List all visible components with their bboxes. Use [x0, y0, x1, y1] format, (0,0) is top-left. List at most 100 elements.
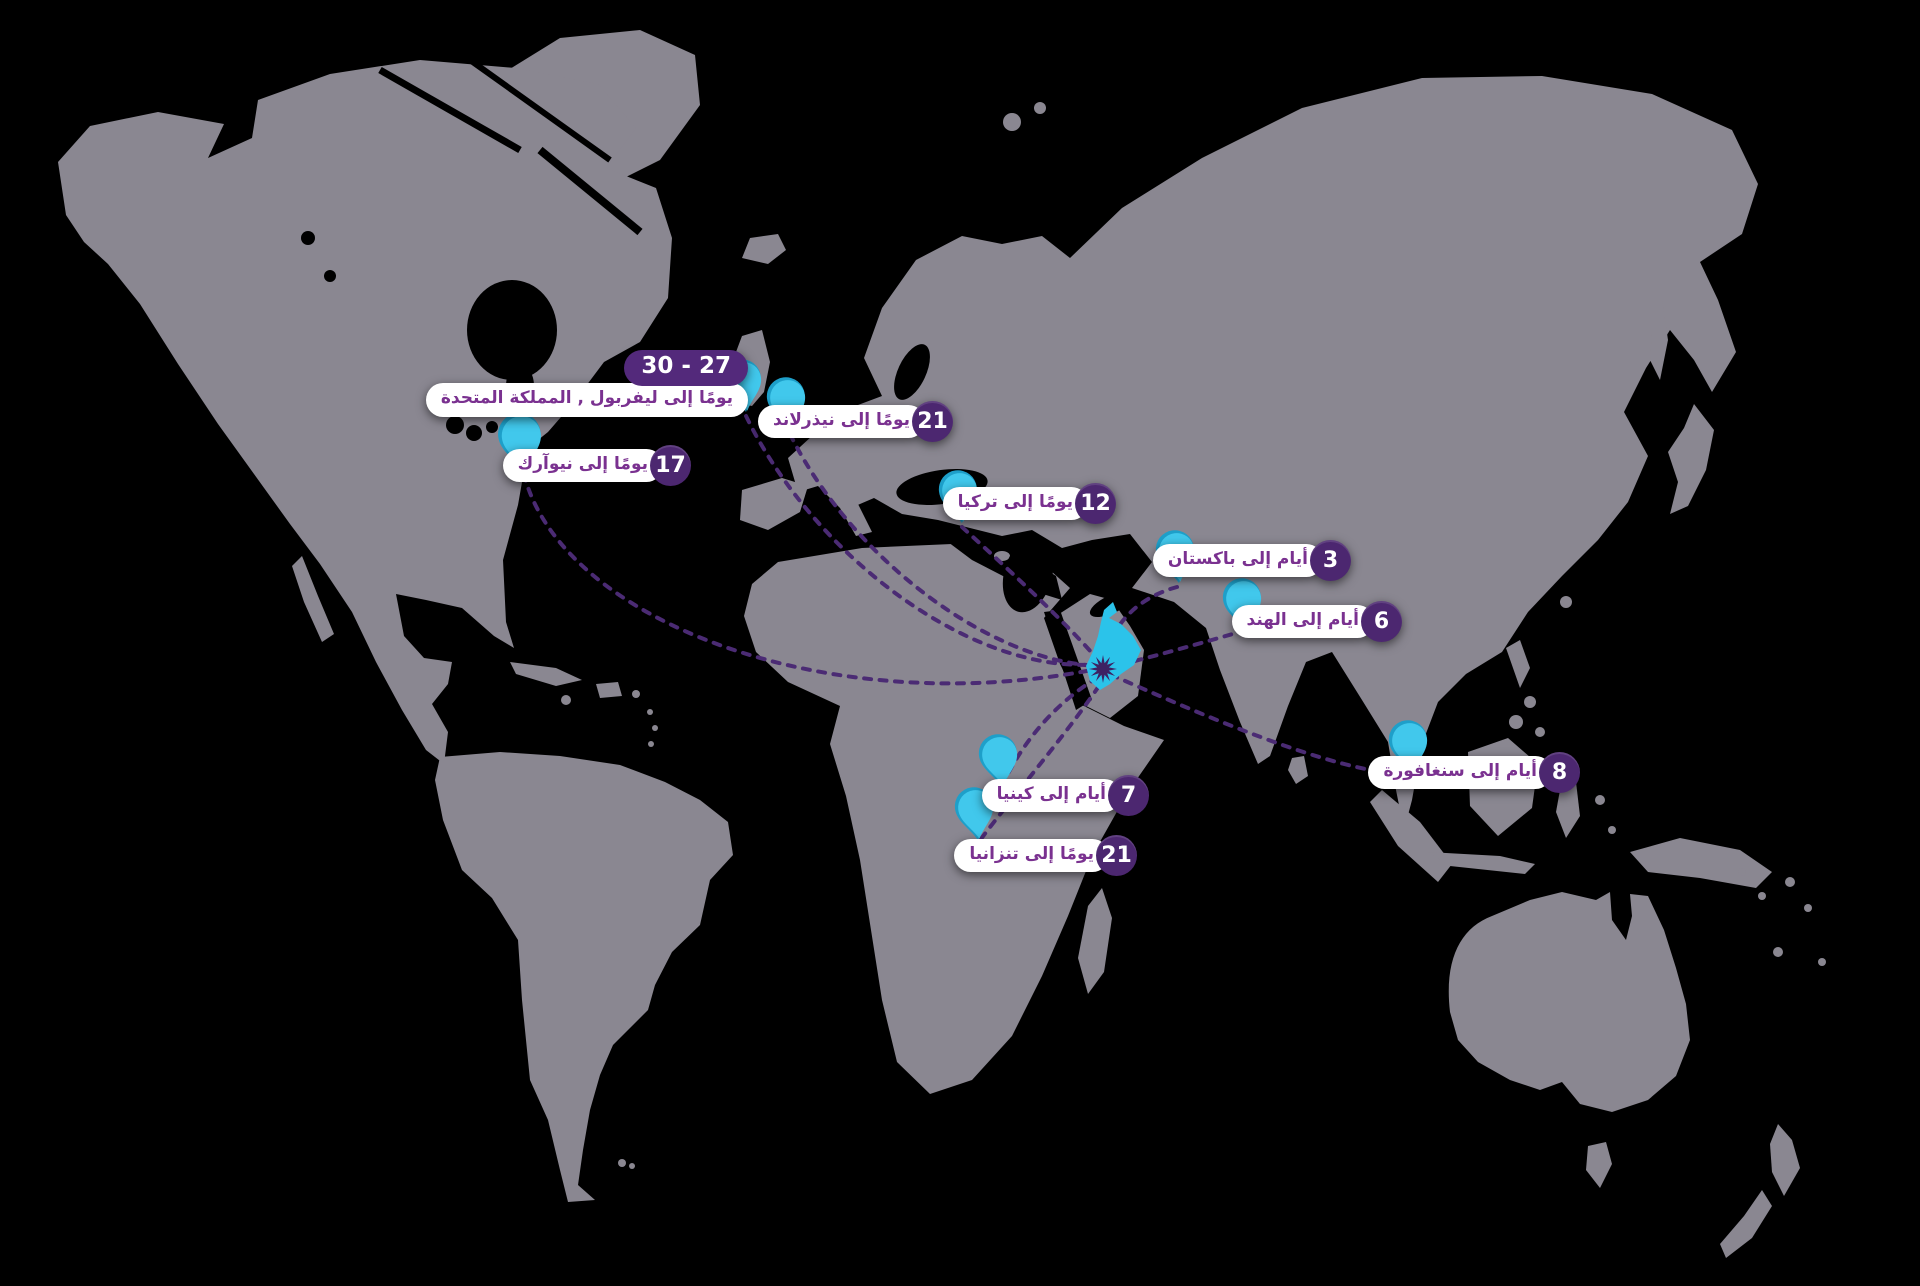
island-moluccas: [1595, 795, 1605, 805]
continent-eurasia: [788, 76, 1758, 830]
island-melanesia-2: [1758, 892, 1766, 900]
label-text: يومًا إلى نيذرلاند: [773, 409, 910, 430]
island-antilles-3: [648, 741, 654, 747]
days-badge-newark: 17: [650, 445, 691, 486]
days-badge-turkey: 12: [1075, 483, 1116, 524]
island-fiji: [1818, 958, 1826, 966]
label-pill-pakistan: أيام إلى باكستان: [1152, 543, 1323, 578]
great-lake-1: [446, 416, 464, 434]
island-sulawesi: [1556, 782, 1580, 838]
days-badge-liverpool: 30 - 27: [624, 350, 748, 386]
red-sea: [1044, 610, 1092, 710]
arctic-channel-2: [468, 57, 612, 163]
island-svalbard-2: [1034, 102, 1046, 114]
island-iceland: [742, 234, 786, 264]
label-text: أيام إلى سنغافورة: [1383, 760, 1537, 781]
island-novaya-zemlya: [1148, 162, 1210, 236]
label-text: يومًا إلى نيوآرك: [517, 453, 648, 474]
days-value: 6: [1373, 609, 1390, 634]
label-pakistan: أيام إلى باكستان 3: [1152, 540, 1351, 581]
days-badge-netherlands: 21: [912, 401, 953, 442]
canadian-lake-2: [324, 270, 336, 282]
hudson-bay: [467, 280, 557, 380]
label-text: أيام إلى كينيا: [996, 783, 1106, 804]
label-text: يومًا إلى تركيا: [957, 491, 1073, 512]
island-taiwan: [1560, 596, 1572, 608]
days-value: 12: [1080, 491, 1111, 516]
island-philippines-3: [1509, 715, 1523, 729]
route-newark: [522, 472, 1104, 686]
route-netherlands: [788, 432, 1104, 668]
island-vanuatu: [1773, 947, 1783, 957]
label-tanzania: يومًا إلى تنزانيا 21: [954, 835, 1137, 876]
pin-kenya[interactable]: [977, 732, 1021, 789]
island-melanesia-1: [1738, 868, 1746, 876]
label-text: أيام إلى الهند: [1246, 609, 1360, 630]
label-text: يومًا إلى ليفربول , المملكة المتحدة: [440, 387, 733, 408]
label-pill-newark: يومًا إلى نيوآرك: [502, 448, 663, 483]
island-falklands-2: [629, 1163, 635, 1169]
continent-north-america: [58, 60, 672, 764]
label-pill-india: أيام إلى الهند: [1231, 604, 1374, 639]
canadian-lake-1: [301, 231, 315, 245]
label-singapore: أيام إلى سنغافورة 8: [1368, 752, 1580, 793]
island-new-guinea: [1630, 838, 1772, 888]
days-value: 30 - 27: [641, 353, 731, 379]
days-value: 17: [655, 453, 686, 478]
island-svalbard: [1003, 113, 1021, 131]
island-puerto-rico: [632, 690, 640, 698]
island-falklands: [618, 1159, 626, 1167]
island-moluccas-2: [1608, 826, 1616, 834]
island-philippines-2: [1524, 696, 1536, 708]
days-badge-tanzania: 21: [1096, 835, 1137, 876]
island-hispaniola: [596, 682, 622, 698]
days-badge-india: 6: [1361, 601, 1402, 642]
label-pill-netherlands: يومًا إلى نيذرلاند: [758, 404, 925, 439]
island-japan: [1668, 404, 1714, 514]
label-netherlands: يومًا إلى نيذرلاند 21: [758, 401, 953, 442]
island-philippines-4: [1535, 727, 1545, 737]
days-badge-singapore: 8: [1539, 752, 1580, 793]
continent-africa: [744, 544, 1164, 1094]
label-india: أيام إلى الهند 6: [1231, 601, 1402, 642]
route-tanzania: [979, 678, 1105, 841]
continent-australia: [1448, 892, 1690, 1112]
label-kenya: أيام إلى كينيا 7: [981, 775, 1149, 816]
island-madagascar: [1078, 888, 1112, 994]
island-sakhalin: [1650, 300, 1668, 380]
label-pill-turkey: يومًا إلى تركيا: [942, 486, 1088, 521]
label-liverpool-uk: 30 - 27 يومًا إلى ليفربول , المملكة المت…: [425, 350, 748, 417]
island-sri-lanka: [1288, 756, 1308, 784]
days-badge-kenya: 7: [1108, 775, 1149, 816]
great-lake-2: [466, 425, 482, 441]
days-value: 21: [917, 409, 948, 434]
days-value: 7: [1120, 783, 1137, 808]
island-sumatra: [1370, 790, 1452, 882]
caspian-sea: [1002, 537, 1054, 613]
great-lake-3: [486, 421, 498, 433]
route-liverpool: [744, 414, 1102, 667]
label-text: أيام إلى باكستان: [1167, 548, 1308, 569]
island-philippines: [1506, 640, 1530, 688]
days-value: 3: [1322, 548, 1339, 573]
island-tasmania: [1586, 1142, 1612, 1188]
iberian-peninsula: [740, 478, 808, 530]
label-newark: يومًا إلى نيوآرك 17: [502, 445, 691, 486]
island-jamaica: [561, 695, 571, 705]
label-turkey: يومًا إلى تركيا 12: [942, 483, 1116, 524]
days-value: 8: [1551, 760, 1568, 785]
pin-body-shape: [982, 737, 1018, 786]
island-java: [1428, 852, 1535, 874]
baja-california: [292, 556, 334, 642]
label-pill-liverpool: يومًا إلى ليفربول , المملكة المتحدة: [425, 382, 748, 417]
route-turkey: [960, 525, 1102, 664]
continent-south-america: [435, 752, 733, 1202]
island-antilles-1: [647, 709, 653, 715]
island-melanesia-4: [1804, 904, 1812, 912]
days-badge-pakistan: 3: [1310, 540, 1351, 581]
island-cuba: [510, 662, 582, 686]
label-pill-singapore: أيام إلى سنغافورة: [1368, 755, 1552, 790]
hub-starburst: [1089, 655, 1117, 683]
